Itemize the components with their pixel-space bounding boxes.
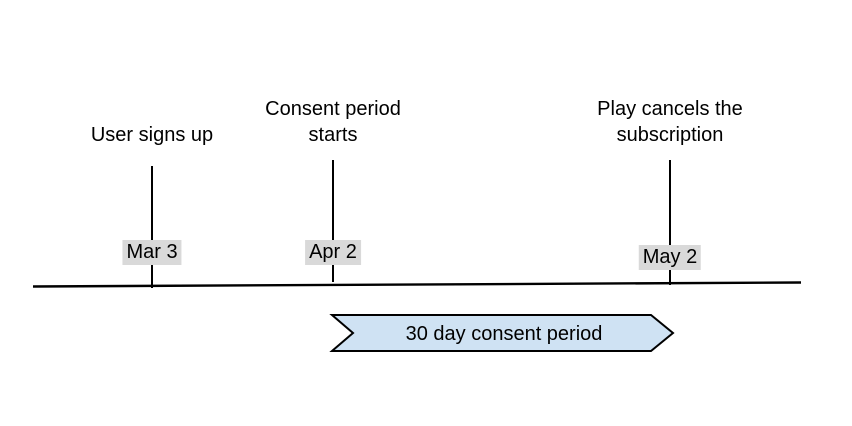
event-date-badge: Apr 2 [305,240,361,265]
consent-period-arrow-label: 30 day consent period [406,323,603,345]
event-date-badge: Mar 3 [122,240,182,265]
event-label: Consent period starts [265,98,401,146]
event-label: User signs up [90,124,214,146]
event-tick-line [669,160,671,285]
timeline-event-consent-start: Consent period starts Apr 2 [233,96,433,282]
consent-period-arrow-shape [329,314,675,352]
event-tick-line [332,160,334,282]
timeline-axis-line [32,281,802,288]
event-date-badge: May 2 [638,245,702,270]
timeline-event-cancellation: Play cancels the subscription May 2 [570,96,770,285]
event-tick-line [151,166,153,288]
event-label: Play cancels the subscription [597,98,743,146]
timeline-event-signup: User signs up Mar 3 [52,96,252,288]
